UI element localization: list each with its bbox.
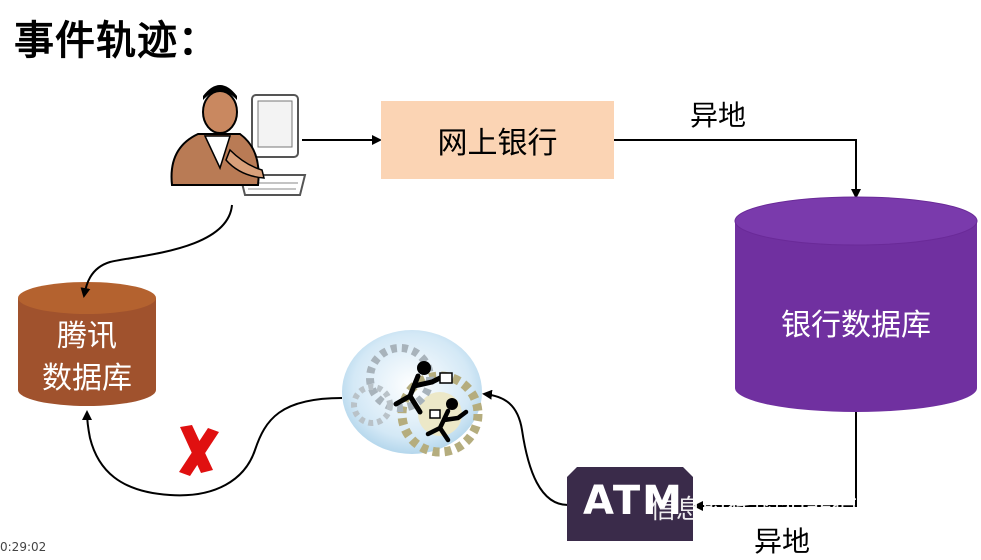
atm-label: ATM	[583, 478, 684, 524]
timestamp: 0:29:02	[0, 540, 47, 554]
online-bank-label: 网上银行	[437, 126, 558, 161]
person-at-computer-icon	[170, 85, 307, 196]
running-figures-gears-icon	[342, 330, 483, 457]
bank-db-label: 银行数据库	[781, 308, 931, 343]
edge-bank-db-to-atm	[693, 412, 857, 511]
edge-label-remote-top: 异地	[690, 99, 747, 132]
tencent-db-cylinder	[18, 282, 156, 406]
edge-person-to-tencent-db	[80, 204, 233, 298]
atm-node	[567, 467, 693, 541]
page-title: 事件轨迹：	[14, 18, 219, 64]
watermark-text: 信息时代的犯罪侦查	[650, 495, 885, 525]
edge-atm-to-suspects	[482, 389, 569, 506]
edge-online-bank-to-bank-db	[614, 139, 861, 199]
tencent-db-label: 腾讯 数据库	[18, 316, 156, 400]
bank-db-cylinder	[734, 196, 978, 412]
tencent-db-label-line2: 数据库	[42, 361, 132, 396]
edge-suspects-to-tencent-db	[82, 397, 343, 497]
blocked-x-icon	[179, 425, 219, 476]
edge-label-remote-bottom: 异地	[754, 525, 811, 558]
tencent-db-label-line1: 腾讯	[57, 319, 117, 354]
online-bank-node: 网上银行	[381, 101, 614, 179]
